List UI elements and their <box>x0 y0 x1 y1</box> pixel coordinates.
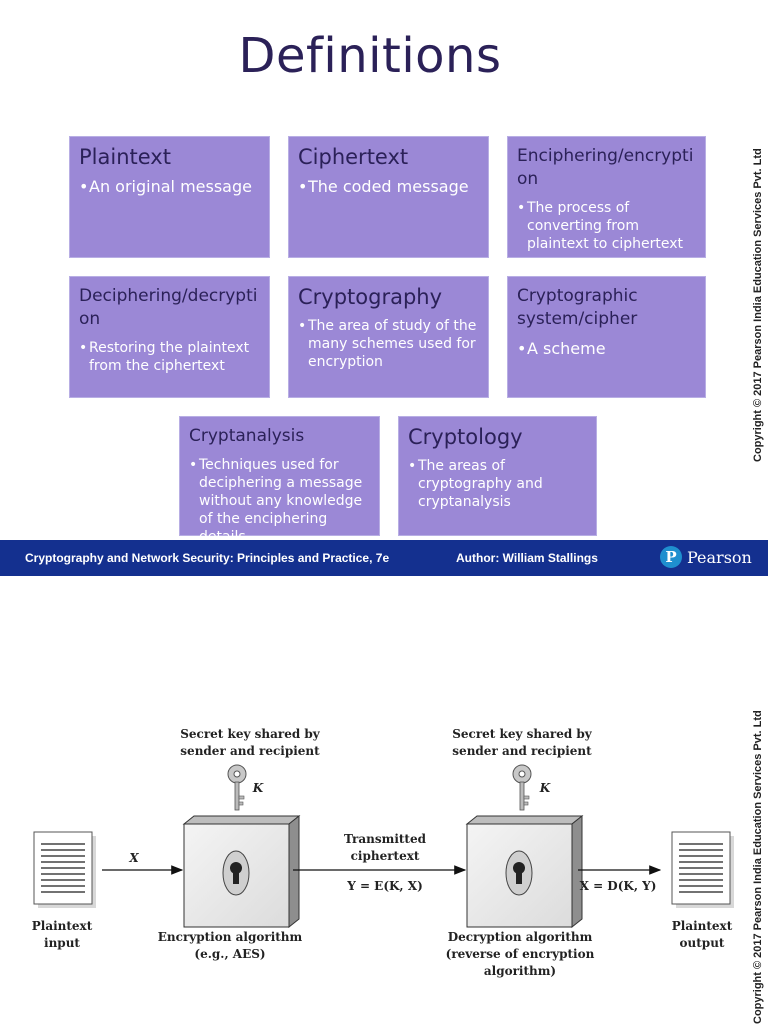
pearson-logo-text: Pearson <box>687 547 752 567</box>
definition-desc: The areas of cryptography and cryptanaly… <box>408 457 588 511</box>
copyright-note: Copyright © 2017 Pearson India Education… <box>752 148 764 462</box>
definition-desc: The area of study of the many schemes us… <box>298 317 480 371</box>
key-symbol-left: K <box>252 781 264 795</box>
encryption-algorithm-label: Encryption algorithm(e.g., AES) <box>157 930 303 961</box>
secret-key-right-icon <box>512 764 532 811</box>
definition-term: Enciphering/encryption <box>517 146 694 189</box>
plaintext-output-document-icon <box>671 831 734 908</box>
definition-term: Ciphertext <box>298 145 409 169</box>
definition-desc: The process of converting from plaintext… <box>517 199 697 253</box>
definition-term: Plaintext <box>79 145 171 169</box>
pearson-logo: P Pearson <box>660 546 752 568</box>
decryption-algorithm-label: Decryption algorithm(reverse of encrypti… <box>445 930 595 978</box>
definition-box-ciphertext: Ciphertext The coded message <box>288 136 489 258</box>
key-symbol-right: K <box>539 781 551 795</box>
definition-box-cryptography: Cryptography The area of study of the ma… <box>288 276 489 398</box>
definition-desc: Restoring the plaintext from the ciphert… <box>79 339 261 375</box>
definition-desc: Techniques used for deciphering a messag… <box>189 456 371 546</box>
definition-desc: A scheme <box>517 339 697 359</box>
definitions-slide: Definitions Plaintext An original messag… <box>0 0 768 578</box>
copyright-note: Copyright © 2017 Pearson India Education… <box>752 710 764 1024</box>
book-title: Cryptography and Network Security: Princ… <box>25 551 390 565</box>
plaintext-input-document-icon <box>33 831 96 908</box>
pearson-logo-icon: P <box>660 546 682 568</box>
definition-desc: An original message <box>79 177 261 197</box>
encryption-algorithm-box-icon <box>182 814 301 929</box>
definition-term: Cryptanalysis <box>189 426 305 446</box>
slide-title: Definitions <box>238 28 502 84</box>
definition-term: Cryptography <box>298 285 443 309</box>
definition-box-cryptanalysis: Cryptanalysis Techniques used for deciph… <box>179 416 380 545</box>
definition-box-enciphering: Enciphering/encryption The process of co… <box>507 136 706 258</box>
decryption-algorithm-box-icon <box>465 814 584 929</box>
definition-box-cryptographic-system: Cryptographic system/cipher A scheme <box>507 276 706 398</box>
definition-box-cryptology: Cryptology The areas of cryptography and… <box>398 416 597 536</box>
encryption-diagram <box>33 764 734 929</box>
encryption-formula: Y = E(K, X) <box>347 879 423 893</box>
definition-desc: The coded message <box>298 177 480 197</box>
definition-term: Cryptology <box>408 425 523 449</box>
author-name: Author: William Stallings <box>456 551 598 565</box>
definition-box-deciphering: Deciphering/decryption Restoring the pla… <box>69 276 270 398</box>
definition-term: Deciphering/decryption <box>79 286 258 329</box>
x-input-label: X <box>129 851 139 865</box>
definition-term: Cryptographic system/cipher <box>517 286 638 329</box>
slide-footer: Cryptography and Network Security: Princ… <box>0 540 768 576</box>
definition-box-plaintext: Plaintext An original message <box>69 136 270 258</box>
decryption-formula: X = D(K, Y) <box>579 879 657 893</box>
secret-key-left-icon <box>227 764 247 811</box>
